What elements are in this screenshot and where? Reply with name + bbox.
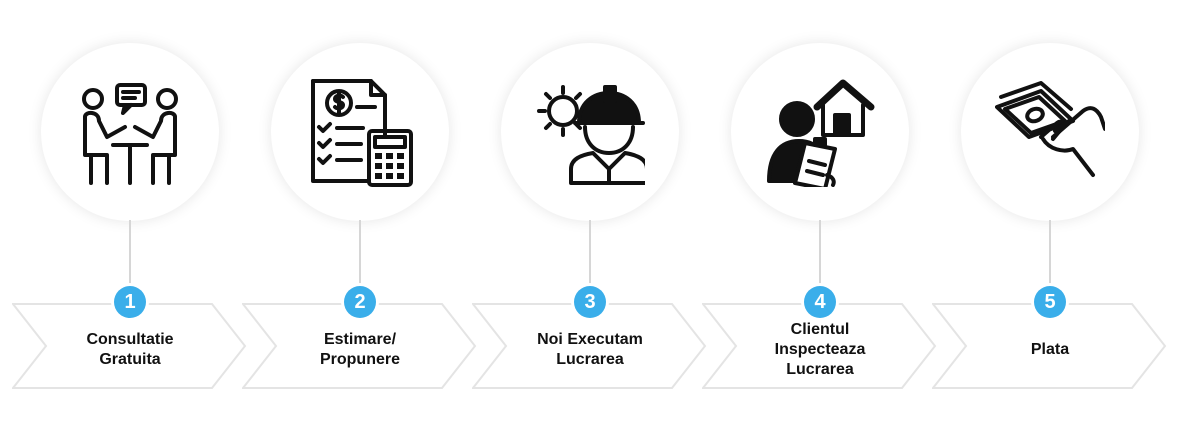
payment-cash-hand-icon (995, 81, 1105, 177)
step-3: 3 Noi Executam Lucrarea (472, 0, 708, 437)
consultation-meeting-icon (82, 83, 178, 185)
step-1: 1 Consultatie Gratuita (12, 0, 248, 437)
client-inspection-house-icon (767, 79, 875, 187)
step-4: 4 Clientul Inspecteaza Lucrarea (702, 0, 938, 437)
estimate-document-calculator-icon (311, 79, 413, 187)
chevron-arrow-shape (242, 303, 477, 389)
icon-bubble (961, 43, 1139, 221)
chevron-arrow-shape (932, 303, 1167, 389)
step-number-badge: 1 (114, 286, 146, 318)
icon-bubble (271, 43, 449, 221)
icon-bubble (731, 43, 909, 221)
icon-bubble (41, 43, 219, 221)
step-2: 2 Estimare/ Propunere (242, 0, 478, 437)
connector-line (359, 220, 361, 290)
step-label: Consultatie Gratuita (86, 331, 174, 368)
chevron-arrow-shape (472, 303, 707, 389)
icon-bubble (501, 43, 679, 221)
step-label: Estimare/ Propunere (319, 331, 400, 368)
step-number-badge: 5 (1034, 286, 1066, 318)
step-5: 5 Plata (932, 0, 1168, 437)
construction-worker-icon (537, 85, 645, 185)
connector-line (1049, 220, 1051, 290)
step-number-badge: 4 (804, 286, 836, 318)
step-label: Clientul Inspecteaza Lucrarea (774, 321, 866, 378)
step-number-badge: 3 (574, 286, 606, 318)
step-label: Noi Executam Lucrarea (537, 331, 643, 368)
step-number-badge: 2 (344, 286, 376, 318)
step-label: Plata (1030, 341, 1070, 358)
connector-line (129, 220, 131, 290)
connector-line (819, 220, 821, 290)
chevron-arrow-shape (702, 303, 937, 389)
connector-line (589, 220, 591, 290)
chevron-arrow-shape (12, 303, 247, 389)
